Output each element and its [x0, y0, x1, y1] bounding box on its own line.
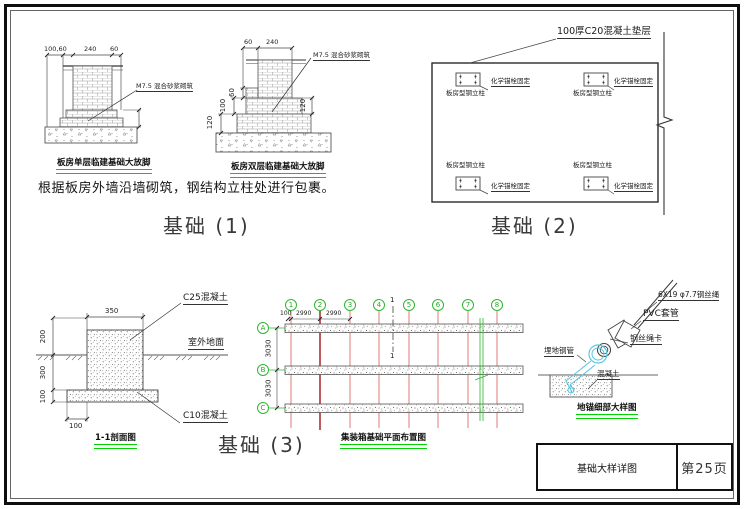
wire-rope-label: 6X19 φ7.7钢丝绳 [658, 290, 720, 301]
dim-label: 100,60 [44, 45, 67, 53]
steel-column-label: 板房型钢立柱 [446, 89, 485, 97]
anchor-bolt-label: 化学锚栓固定 [614, 77, 653, 87]
grid-column-bubble: 5 [406, 300, 412, 309]
dim-label: 350 [105, 307, 119, 315]
grid-column-bubble: 7 [465, 300, 471, 309]
slab-label: 100厚C20混凝土垫层 [557, 26, 651, 39]
mortar-label: M7.5 混合砂浆砌筑 [313, 51, 371, 61]
dim-label: 3030 [264, 339, 273, 358]
page-number: 第25页 [676, 445, 731, 489]
section-1-1-drawing [36, 302, 228, 424]
anchor-bolt-label: 化学锚栓固定 [491, 182, 530, 192]
grid-row-bubble: A [260, 323, 266, 332]
dim-label: 100 [39, 389, 48, 404]
slab-foundation-drawing [431, 32, 674, 215]
caption-single-layer: 板房单层临建基础大放脚 [56, 158, 152, 173]
rope-clamp-label: 钢丝绳卡 [630, 334, 662, 345]
dim-label: 300 [39, 365, 48, 380]
title-foundation-1: 基础 (1) [163, 214, 250, 238]
steel-column-label: 板房型钢立柱 [446, 161, 485, 169]
drawing-title: 基础大样详图 [577, 463, 637, 475]
title-block: 基础大样详图 第25页 [536, 443, 733, 491]
dim-label: 60 [227, 88, 236, 97]
concrete-label: 混凝土 [597, 369, 620, 380]
grid-column-bubble: 1 [288, 300, 294, 309]
buried-pipe-label: 埋地钢管 [544, 346, 574, 357]
dim-label: 240 [84, 45, 97, 53]
pvc-sleeve-label: PVC套管 [643, 309, 679, 321]
double-layer-foundation-drawing [215, 45, 332, 153]
mortar-label: M7.5 混合砂浆砌筑 [136, 82, 194, 92]
grid-row-bubble: B [260, 365, 266, 374]
single-layer-foundation-drawing [44, 52, 142, 144]
grid-row-bubble: C [260, 403, 266, 412]
outdoor-ground-label: 室外地面 [188, 338, 225, 350]
dim-label: 60 [244, 38, 253, 46]
dim-label: 3030 [264, 379, 273, 398]
grid-column-bubble: 6 [435, 300, 441, 309]
grid-column-bubble: 8 [494, 300, 500, 309]
anchor-plate-3 [455, 176, 489, 195]
steel-column-label: 板房型钢立柱 [573, 89, 612, 97]
anchor-bolt-label: 化学锚栓固定 [491, 77, 530, 87]
anchor-plate-2 [583, 72, 615, 91]
grid-column-bubble: 3 [347, 300, 353, 309]
dim-label: 60 [110, 45, 119, 53]
anchor-plate-4 [583, 176, 615, 195]
caption-section-1-1: 1-1剖面图 [94, 433, 137, 448]
dim-label: 2990 [296, 310, 312, 317]
dim-label: 100 [69, 422, 83, 430]
dim-label: 100 [280, 310, 292, 317]
caption-double-layer: 板房双层临建基础大放脚 [230, 162, 326, 177]
dim-label: 100 [219, 98, 228, 113]
section-marker-label: 1 [390, 296, 395, 304]
dim-label: 120 [206, 115, 215, 130]
dim-label: 120 [299, 98, 308, 113]
title-foundation-3: 基础 (3) [218, 433, 305, 457]
dim-label: 200 [39, 329, 48, 344]
steel-column-label: 板房型钢立柱 [573, 161, 612, 169]
grid-column-bubble: 4 [376, 300, 382, 309]
caption-ground-anchor: 地锚细部大样图 [576, 403, 638, 418]
c10-concrete-label: C10混凝土 [183, 411, 228, 423]
container-plan-drawing [257, 299, 524, 430]
grid-column-bubble: 2 [317, 300, 323, 309]
title-foundation-2: 基础 (2) [491, 214, 578, 238]
section-marker-label: 1 [390, 352, 395, 360]
anchor-plate-1 [455, 72, 489, 91]
anchor-bolt-label: 化学锚栓固定 [614, 182, 653, 192]
foundation1-note: 根据板房外墙沿墙砌筑，钢结构立柱处进行包裹。 [38, 181, 336, 196]
dim-label: 2990 [326, 310, 342, 317]
caption-container-plan: 集装箱基础平面布置图 [339, 433, 428, 448]
c25-concrete-label: C25混凝土 [183, 293, 228, 305]
dim-label: 240 [266, 38, 279, 46]
